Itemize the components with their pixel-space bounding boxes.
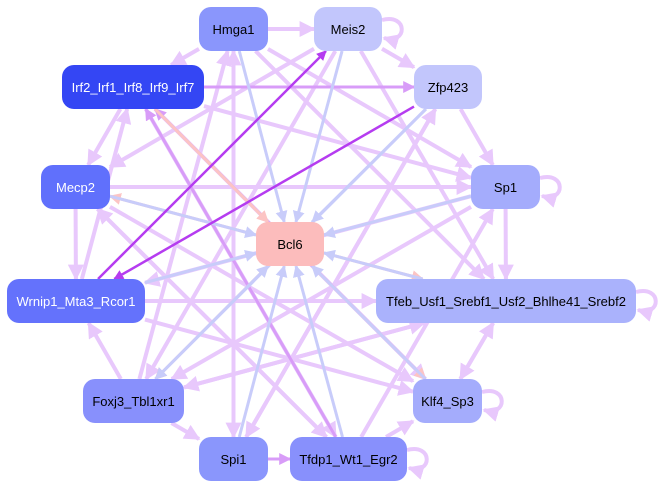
edge-spi1-to-bcl6 [237,264,288,438]
edge-foxj3-to-spi1 [170,421,201,441]
node-label: Meis2 [330,21,366,37]
node-klf4[interactable]: Klf4_Sp3 [413,379,482,423]
node-label: Foxj3_Tbl1xr1 [92,393,175,409]
edge-tfdp1-to-irf [144,107,338,438]
node-bcl6[interactable]: Bcl6 [256,222,324,266]
edge-spi1-to-zfp423 [244,107,438,438]
node-spi1[interactable]: Spi1 [199,437,268,481]
node-label: Hmga1 [212,21,255,37]
edge-tfeb-to-bcl6 [322,249,424,281]
edge-irf-to-mecp2 [86,108,123,167]
edge-mecp2-to-klf4 [109,205,415,383]
edge-klf4-to-bcl6 [311,264,427,381]
edge-klf4-to-klf4 [481,389,504,422]
node-sp1[interactable]: Sp1 [471,165,540,209]
node-label: Mecp2 [55,179,96,195]
edge-wrnip1-to-klf4 [144,317,415,396]
edge-hmga1-to-bcl6 [237,50,288,224]
edge-sp1-to-sp1 [539,175,562,208]
edge-zfp423-to-sp1 [458,108,495,167]
edge-zfp423-to-wrnip1 [113,105,415,281]
node-label: Tfdp1_Wt1_Egr2 [299,451,398,467]
node-tfeb[interactable]: Tfeb_Usf1_Srebf1_Usf2_Bhlhe41_Srebf2 [376,279,636,323]
edge-meis2-to-foxj3 [144,50,338,381]
edges-layer [67,17,658,480]
edge-meis2-to-bcl6 [292,50,344,224]
edge-tfdp1-to-sp1 [359,207,495,438]
node-wrnip1[interactable]: Wrnip1_Mta3_Rcor1 [7,279,145,323]
edge-tfeb-to-tfeb [635,289,658,322]
node-meis2[interactable]: Meis2 [314,7,382,51]
edge-tfdp1-to-tfdp1 [406,447,429,480]
edge-sp1-to-bcl6 [322,194,472,239]
node-label: Zfp423 [427,79,469,95]
edge-meis2-to-meis2 [381,17,404,50]
node-tfdp1[interactable]: Tfdp1_Wt1_Egr2 [290,437,407,481]
edge-hmga1-to-sp1 [266,47,473,169]
node-label: Tfeb_Usf1_Srebf1_Usf2_Bhlhe41_Srebf2 [386,293,626,309]
edge-foxj3-to-tfeb [183,319,426,390]
edge-mecp2-to-bcl6 [109,194,258,238]
edge-tfdp1-to-bcl6 [293,264,344,438]
node-label: Wrnip1_Mta3_Rcor1 [16,293,136,309]
node-mecp2[interactable]: Mecp2 [41,165,110,209]
node-label: Bcl6 [277,236,303,252]
edge-klf4-to-tfeb [458,321,495,381]
edge-foxj3-to-wrnip1 [86,321,123,380]
node-label: Sp1 [493,179,518,195]
node-foxj3[interactable]: Foxj3_Tbl1xr1 [83,379,184,423]
node-label: Spi1 [220,451,247,467]
node-zfp423[interactable]: Zfp423 [414,65,482,109]
edge-foxj3-to-bcl6 [154,264,270,381]
edge-wrnip1-to-meis2 [97,50,327,280]
node-irf[interactable]: Irf2_Irf1_Irf8_Irf9_Irf7 [62,65,204,109]
edge-meis2-to-zfp423 [380,46,416,70]
edge-sp1-to-foxj3 [170,205,472,381]
edge-irf-to-sp1 [203,104,473,182]
edge-tfdp1-to-klf4 [385,419,415,439]
edge-hmga1-to-irf [169,47,200,67]
edge-wrnip1-to-bcl6 [144,250,258,285]
node-label: Irf2_Irf1_Irf8_Irf9_Irf7 [71,79,195,95]
node-hmga1[interactable]: Hmga1 [199,7,268,51]
node-label: Klf4_Sp3 [421,393,474,409]
